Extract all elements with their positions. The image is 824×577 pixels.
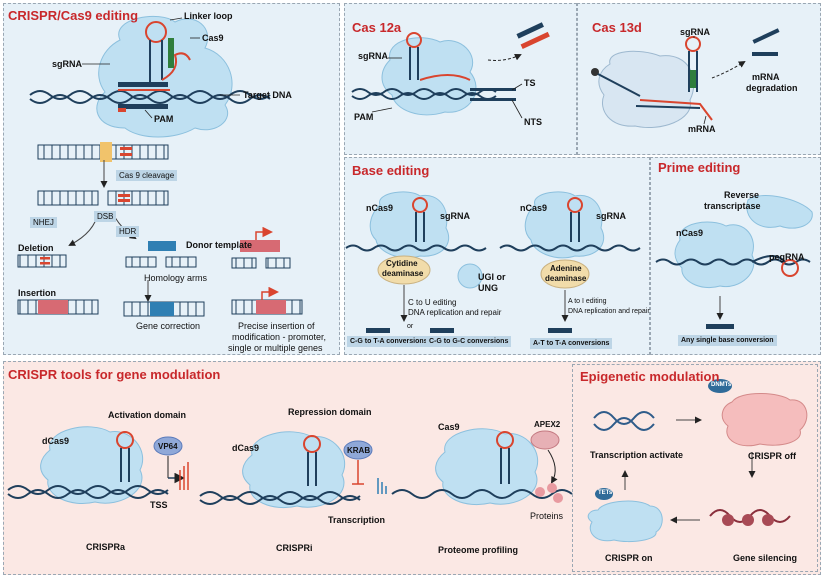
label-mrna-degradation-1: mRNA: [752, 72, 780, 82]
label-transcription-activate: Transcription activate: [590, 450, 684, 460]
label-deletion: Deletion: [18, 243, 54, 253]
base-editor-adenine: [499, 191, 641, 333]
label-base-ncas9-left: nCas9: [366, 203, 394, 213]
label-repression-domain: Repression domain: [288, 407, 372, 417]
title-epigenetic: Epigenetic modulation: [580, 369, 720, 384]
title-gene-modulation: CRISPR tools for gene modulation: [8, 367, 221, 382]
label-pam: PAM: [154, 114, 174, 124]
label-linker-loop: Linker loop: [184, 11, 233, 21]
cas9-complex: [29, 15, 271, 138]
label-base-ncas9-right: nCas9: [520, 203, 548, 213]
label-base-sgrna-right: sgRNA: [596, 211, 627, 221]
cleavage-dna: [37, 142, 169, 206]
title-cas13d: Cas 13d: [592, 20, 642, 35]
label-adenine-1: Adenine: [550, 264, 582, 273]
cas13d-complex: [591, 28, 780, 129]
label-apex2: APEX2: [534, 420, 561, 429]
tag-cas9-cleavage: Cas 9 cleavage: [116, 170, 178, 181]
title-base-editing: Base editing: [352, 163, 430, 178]
label-a-to-i-2: DNA replication and repair: [568, 308, 650, 315]
crispra-complex: [7, 426, 189, 504]
label-ts: TS: [524, 78, 536, 88]
label-insertion: Insertion: [18, 288, 57, 298]
tag-conv-ct: C-G to T-A conversions: [347, 336, 431, 347]
label-cytidine-2: deaminase: [382, 269, 424, 278]
label-dnmts: DNMTs: [711, 382, 732, 388]
title-cas12a: Cas 12a: [352, 20, 402, 35]
base-editor-cytidine: [345, 191, 487, 333]
label-vp64: VP64: [158, 442, 178, 451]
label-krab: KRAB: [347, 446, 371, 455]
label-base-sgrna-left: sgRNA: [440, 211, 471, 221]
label-prime-ncas9: nCas9: [676, 228, 704, 238]
epigenetic-cycle: [587, 379, 808, 543]
label-gene-silencing: Gene silencing: [733, 553, 798, 563]
label-transcription: Transcription: [328, 515, 386, 525]
tag-hdr: HDR: [116, 226, 140, 237]
label-c-to-u-2: DNA replication and repair: [408, 308, 502, 317]
label-proteome-profiling: Proteome profiling: [438, 545, 519, 555]
label-ugi-1: UGI or: [478, 272, 506, 282]
label-sgrna: sgRNA: [52, 59, 83, 69]
crispri-complex: [199, 431, 387, 508]
label-target-dna: Target DNA: [243, 90, 292, 100]
label-or: or: [407, 323, 414, 330]
tag-conv-at: A-T to T-A conversions: [530, 338, 613, 349]
label-ugi-2: UNG: [478, 283, 498, 293]
label-precise-insertion-1: Precise insertion of: [238, 321, 315, 331]
tag-conv-cg: C-G to G-C conversions: [426, 336, 512, 347]
label-adenine-2: deaminase: [545, 274, 587, 283]
label-nts: NTS: [524, 117, 542, 127]
label-tss: TSS: [150, 500, 168, 510]
label-crispr-off: CRISPR off: [748, 451, 796, 461]
label-a-to-i-1: A to I editing: [568, 298, 607, 305]
cas12a-complex: [351, 22, 550, 116]
label-c-to-u-1: C to U editing: [408, 298, 457, 307]
tag-dsb: DSB: [94, 211, 117, 222]
tag-any-single-base: Any single base conversion: [678, 335, 777, 346]
label-cas9: Cas9: [202, 33, 224, 43]
tag-nhej: NHEJ: [30, 217, 57, 228]
label-precise-insertion-3: single or multiple genes: [228, 343, 323, 353]
label-gene-correction: Gene correction: [136, 321, 201, 331]
label-reverse-2: transcriptase: [704, 201, 761, 211]
label-mrna-degradation-2: degradation: [746, 83, 798, 93]
label-pegrna: pegRNA: [769, 252, 805, 262]
label-reverse-1: Reverse: [724, 190, 760, 200]
label-cytidine-1: Cytidine: [386, 259, 418, 268]
label-dcas9-a: dCas9: [42, 436, 70, 446]
label-cas9-p: Cas9: [438, 422, 460, 432]
label-dcas9-i: dCas9: [232, 443, 260, 453]
label-cas13d-sgrna: sgRNA: [680, 27, 711, 37]
title-crispr-cas9: CRISPR/Cas9 editing: [8, 8, 139, 23]
label-homology-arms: Homology arms: [144, 273, 208, 283]
prime-editor: [655, 195, 813, 329]
label-tets: TETs: [598, 490, 613, 496]
label-donor-template: Donor template: [186, 240, 253, 250]
proteome-complex: [391, 428, 573, 505]
title-prime-editing: Prime editing: [658, 160, 741, 175]
label-crispr-on: CRISPR on: [605, 553, 653, 563]
label-cas13d-mrna: mRNA: [688, 124, 716, 134]
label-proteins: Proteins: [530, 511, 564, 521]
label-cas12a-sgrna: sgRNA: [358, 51, 389, 61]
label-cas12a-pam: PAM: [354, 112, 374, 122]
label-crispra: CRISPRa: [86, 542, 126, 552]
label-crispri: CRISPRi: [276, 543, 313, 553]
label-precise-insertion-2: modification - promoter,: [232, 332, 327, 342]
label-activation-domain: Activation domain: [108, 410, 187, 420]
